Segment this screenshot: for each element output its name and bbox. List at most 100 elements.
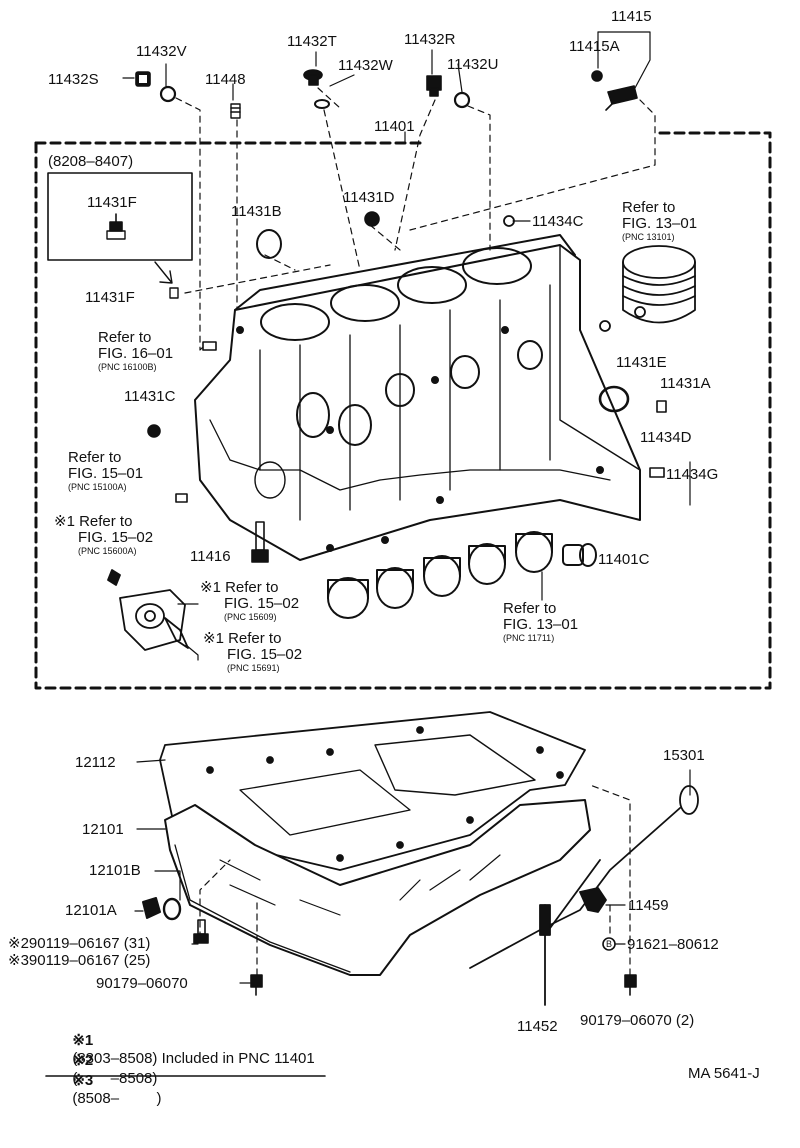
pin-11434D-icon [656, 400, 667, 413]
ref-line1: Refer to [98, 329, 152, 346]
label-11432T: 11432T [287, 33, 337, 50]
label-11431F: 11431F [85, 289, 135, 306]
note-mark: ※3 [72, 1072, 94, 1089]
ref-line2: FIG. 16–01 [98, 345, 174, 362]
crank-bearings-icon [327, 531, 553, 619]
inset-arrow [154, 261, 173, 284]
pin-11448-icon [230, 103, 241, 119]
pin-16-01-icon [202, 341, 217, 351]
oil-seal-11431A-icon [598, 385, 630, 413]
label-11416: 11416 [190, 548, 231, 565]
ref-line2: FIG. 15–02 [78, 529, 154, 546]
note-mark: ※2 [72, 1052, 94, 1069]
dipstick-guide-11452-icon [539, 859, 601, 1006]
label-12101B: 12101B [89, 862, 141, 879]
ref-fig-15-02-c[interactable]: ※1 Refer to FIG. 15–02 (PNC 15691) [203, 631, 302, 674]
label-11452: 11452 [517, 1018, 558, 1035]
plug-11401C-icon [562, 543, 597, 567]
label-11431E: 11431E [616, 354, 667, 371]
label-11432S: 11432S [48, 71, 99, 88]
gasket-11432V-icon [159, 85, 177, 103]
ref-line1: Refer to [68, 449, 122, 466]
label-11415: 11415 [611, 8, 652, 25]
plug-11432R-icon [426, 75, 442, 97]
label-15301: 15301 [663, 747, 705, 764]
ref-line1: ※1 Refer to [203, 630, 282, 647]
ref-line1: Refer to [622, 199, 676, 216]
ref-fig-15-02-b[interactable]: ※1 Refer to FIG. 15–02 (PNC 15609) [200, 580, 299, 623]
note-text: ( –8508) [72, 1070, 158, 1087]
oil-pressure-switch-icon [106, 213, 126, 240]
plug-11431C-icon [147, 424, 161, 438]
piston-icon [622, 245, 696, 324]
label-90119-06167-31: ※290119–06167 (31) [8, 935, 151, 952]
cylinder-block-icon [194, 234, 641, 561]
ref-line1: Refer to [503, 600, 557, 617]
ref-fig-15-02-a[interactable]: ※1 Refer to FIG. 15–02 (PNC 15600A) [54, 514, 153, 557]
plug-11431B-icon [256, 229, 282, 259]
label-11401: 11401 [374, 118, 415, 135]
plug-11432S-icon [135, 71, 151, 87]
oil-pump-icon [107, 569, 189, 651]
gasket-11432W-icon [314, 99, 330, 109]
label-90179-06070: 90179–06070 [96, 975, 188, 992]
part-11431F-icon [169, 287, 179, 299]
ref-line2: FIG. 15–01 [68, 465, 144, 482]
label-11432W: 11432W [338, 57, 393, 74]
label-11434G: 11434G [666, 466, 719, 483]
ref-fig-13-01-bearings[interactable]: Refer to FIG. 13–01 (PNC 11711) [503, 601, 578, 644]
label-11431D: 11431D [343, 189, 395, 206]
ref-pnc: (PNC 16100B) [98, 362, 157, 372]
ref-pnc: (PNC 13101) [622, 232, 675, 242]
note-mark: ※1 [72, 1032, 94, 1049]
label-11431A: 11431A [660, 375, 711, 392]
clamp-leader [605, 904, 626, 945]
oil-pan-dashed-leaders [199, 784, 631, 976]
label-91621-80612: 91621–80612 [627, 936, 719, 953]
ref-line1: ※1 Refer to [54, 513, 133, 530]
label-11431B: 11431B [231, 203, 282, 220]
oil-pump-leader-lines [177, 603, 199, 661]
oil-pan-gasket-icon [159, 711, 586, 871]
label-12112: 12112 [75, 754, 116, 771]
label-11431F-inset: 11431F [87, 194, 137, 211]
sensor-11415-icon [591, 70, 638, 111]
ref-line2: FIG. 13–01 [503, 616, 579, 633]
ref-line2: FIG. 15–02 [224, 595, 300, 612]
ref-pnc: (PNC 15600A) [78, 546, 137, 556]
note-text: (8303–8508) Included in PNC 11401 [72, 1050, 315, 1067]
drain-plug-12101A-icon [142, 897, 182, 921]
plug-11432T-icon [303, 69, 323, 86]
oil-pan-icon [164, 799, 591, 976]
label-11459: 11459 [628, 897, 669, 914]
ref-line2: FIG. 15–02 [227, 646, 303, 663]
top-leader-lines [175, 87, 656, 351]
ref-line1: ※1 Refer to [200, 579, 279, 596]
label-90119-06167-25: ※390119–06167 (25) [8, 952, 151, 969]
label-11415A: 11415A [569, 38, 620, 55]
oil-pan-leader-lines [134, 759, 691, 984]
pin-11434G-icon [649, 467, 665, 478]
solid-leader-lines [122, 31, 691, 506]
ref-pnc: (PNC 15691) [227, 663, 280, 673]
gasket-11432U-icon [453, 91, 471, 109]
label-11434D: 11434D [640, 429, 692, 446]
label-12101: 12101 [82, 821, 124, 838]
label-90179-06070-qty: 90179–06070 (2) [580, 1012, 695, 1029]
plug-11434C-icon [503, 215, 515, 227]
ref-fig-13-01-piston[interactable]: Refer to FIG. 13–01 (PNC 13101) [622, 200, 697, 243]
note-text: (8508– ) [72, 1090, 162, 1107]
circle-b-marker: B [605, 939, 612, 949]
plug-11431E-icon [599, 320, 611, 332]
bolt-90179-06070-2-icon [624, 974, 637, 996]
ref-pnc: (PNC 15100A) [68, 482, 127, 492]
label-11432V: 11432V [136, 43, 187, 60]
bolt-11416-icon [251, 521, 269, 563]
plug-11431D-icon [364, 211, 380, 227]
drawing-code: MA 5641-J [688, 1065, 760, 1082]
ref-fig-16-01[interactable]: Refer to FIG. 16–01 (PNC 16100B) [98, 330, 173, 373]
note-2: ※2 ( –8508) [64, 1034, 157, 1088]
bolt-90179-06070-icon [250, 974, 263, 996]
ref-fig-15-01[interactable]: Refer to FIG. 15–01 (PNC 15100A) [68, 450, 143, 493]
